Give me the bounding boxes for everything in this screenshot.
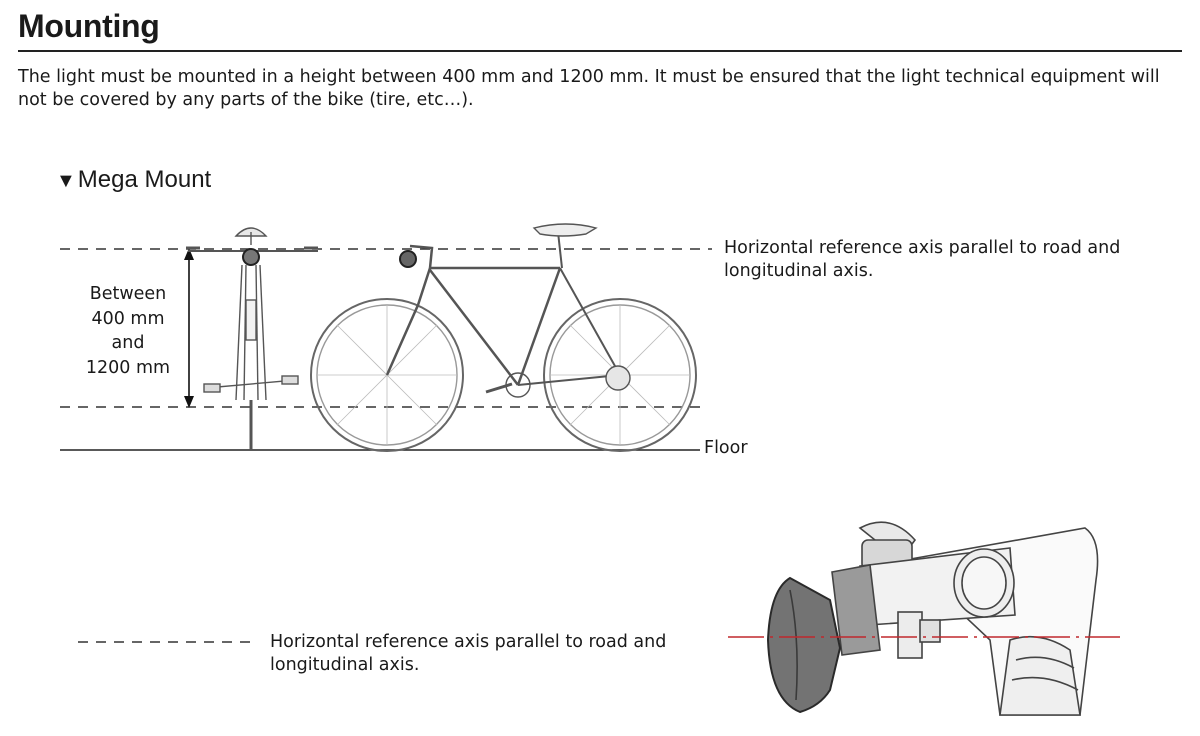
light-mount-detail [766, 521, 1099, 716]
axis-label-top-line2: longitudinal axis. [724, 261, 874, 281]
height-range-line: 1200 mm [85, 357, 171, 378]
title-underline [18, 50, 1182, 52]
height-range-line: 400 mm [91, 308, 165, 329]
height-range-label: Between 400 mm and 1200 mm [80, 282, 176, 380]
axis-label-top-line1: Horizontal reference axis parallel to ro… [724, 238, 1121, 258]
intro-paragraph: The light must be mounted in a height be… [18, 67, 1160, 110]
triangle-down-icon: ▼ [56, 170, 76, 192]
section-heading: ▼Mega Mount [56, 166, 211, 194]
bike-side-view [310, 223, 697, 452]
page-title: Mounting [18, 8, 160, 44]
height-arrow [184, 248, 194, 408]
rear-wheel [543, 298, 697, 452]
axis-label-bottom-line1: Horizontal reference axis parallel to ro… [270, 632, 667, 652]
front-wheel [310, 298, 464, 452]
bike-front-view [186, 227, 318, 450]
height-range-line: and [111, 333, 145, 353]
floor-label: Floor [704, 438, 748, 458]
axis-label-bottom-line2: longitudinal axis. [270, 655, 420, 675]
axis-label-bottom: Horizontal reference axis parallel to ro… [270, 631, 666, 677]
section-title: Mega Mount [77, 166, 212, 193]
axis-label-top: Horizontal reference axis parallel to ro… [724, 237, 1120, 283]
lamp-head-icon [766, 576, 842, 714]
height-range-line: Between [89, 284, 167, 304]
